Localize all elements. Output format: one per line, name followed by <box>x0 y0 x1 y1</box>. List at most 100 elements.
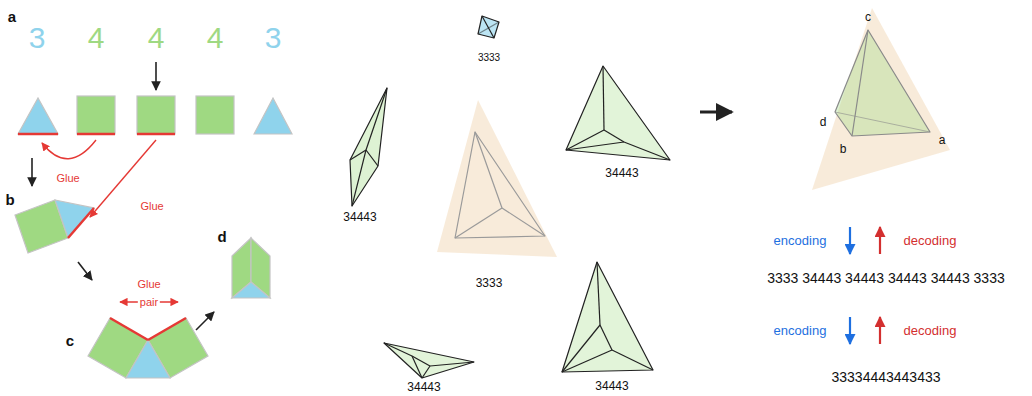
polyhedron <box>562 262 653 372</box>
panel-label: b <box>5 192 14 207</box>
glue-arrow <box>42 140 96 159</box>
partial-net <box>68 208 94 238</box>
face-net <box>254 98 292 134</box>
folding-net <box>110 318 148 340</box>
polyhedron <box>478 16 499 38</box>
polyhedron <box>455 132 545 238</box>
tetrahedron <box>835 30 930 136</box>
decode-arrow <box>879 317 881 344</box>
step-arrow <box>32 62 214 330</box>
glue-label: Glue <box>137 279 160 290</box>
polyhedron <box>366 88 387 150</box>
polyhedron <box>562 262 653 372</box>
face-count: 3 <box>265 23 282 53</box>
decoding-label: decoding <box>904 324 957 337</box>
code-sequence: 3333 34443 34443 34443 34443 3333 <box>767 271 1004 285</box>
polyhedron-code: 3333 <box>476 277 503 289</box>
polyhedron <box>600 325 612 350</box>
polyhedron-code: 34443 <box>595 380 628 392</box>
polyhedron <box>430 362 474 366</box>
polyhedron <box>437 100 557 257</box>
folding-net <box>88 318 208 378</box>
panel-label: d <box>217 229 226 244</box>
face-net <box>137 96 175 134</box>
glue-edge <box>18 133 175 136</box>
face-count: 3 <box>29 23 46 53</box>
panel-label: c <box>66 333 74 348</box>
tetrahedron <box>812 8 950 190</box>
vertex-label: a <box>939 134 946 146</box>
encode-arrow <box>849 227 851 254</box>
polyhedron <box>437 100 557 257</box>
glue-edge <box>77 133 115 136</box>
encode-arrow <box>849 227 851 344</box>
face-net <box>18 96 292 134</box>
polyhedron <box>624 142 670 160</box>
polyhedron <box>352 150 366 206</box>
polyhedron <box>422 366 430 378</box>
glue-arrow <box>42 140 178 302</box>
glue-label: pair <box>138 297 160 308</box>
vertex-label: b <box>840 143 847 155</box>
encode-arrow <box>849 317 851 344</box>
face-net <box>77 96 115 134</box>
step-arrow <box>31 158 33 186</box>
glue-label: Glue <box>140 201 163 212</box>
tetrahedron <box>812 8 950 190</box>
vertex-label: d <box>820 116 827 128</box>
polyhedron <box>384 343 412 356</box>
glue-label: Glue <box>56 173 79 184</box>
step-arrow <box>196 312 214 330</box>
polyhedron <box>562 350 612 372</box>
polyhedron <box>475 132 502 208</box>
folding-net <box>126 340 170 378</box>
face-count: 4 <box>148 23 165 53</box>
polyhedron <box>566 142 624 150</box>
face-count: 4 <box>207 23 224 53</box>
partial-net <box>55 200 94 238</box>
polyhedron <box>478 16 499 38</box>
polyhedron <box>562 325 600 372</box>
face-net <box>18 98 58 134</box>
folding-net <box>148 318 186 340</box>
polyhedron <box>478 22 499 34</box>
decode-arrow <box>879 227 881 344</box>
polyhedron <box>350 88 387 206</box>
polyhedron <box>412 356 422 378</box>
polyhedron-code: 3333 <box>478 53 500 63</box>
partial-net <box>15 200 94 253</box>
polyhedron <box>502 208 545 236</box>
vertex-label: c <box>865 11 871 23</box>
polyhedron <box>482 16 494 38</box>
glue-edge <box>18 133 58 136</box>
encoding-label: encoding <box>774 324 827 337</box>
polyhedron-code: 34443 <box>343 211 376 223</box>
polyhedron <box>566 66 670 160</box>
decoding-label: decoding <box>904 234 957 247</box>
prism <box>232 238 270 298</box>
polyhedron <box>597 262 600 325</box>
code-string: 33334443443433 <box>831 370 940 384</box>
encoding-label: encoding <box>774 234 827 247</box>
face-count: 4 <box>88 23 105 53</box>
step-arrow <box>155 62 157 90</box>
tetrahedron <box>835 112 930 132</box>
prism <box>232 282 270 298</box>
face-net <box>196 96 234 134</box>
polyhedron <box>350 88 387 206</box>
tetrahedron <box>852 30 868 136</box>
polyhedron <box>566 66 670 160</box>
polyhedron <box>604 130 624 142</box>
step-arrow <box>78 262 92 280</box>
decode-arrow <box>879 227 881 254</box>
transform-arrow <box>700 111 732 114</box>
polyhedron <box>455 208 502 238</box>
polyhedron <box>603 66 604 130</box>
polyhedron <box>366 150 378 166</box>
panel-label: a <box>8 9 16 24</box>
polyhedron <box>384 343 474 378</box>
glue-edge <box>137 133 175 136</box>
polyhedron <box>384 343 474 378</box>
polyhedron-code: 34443 <box>605 167 638 179</box>
